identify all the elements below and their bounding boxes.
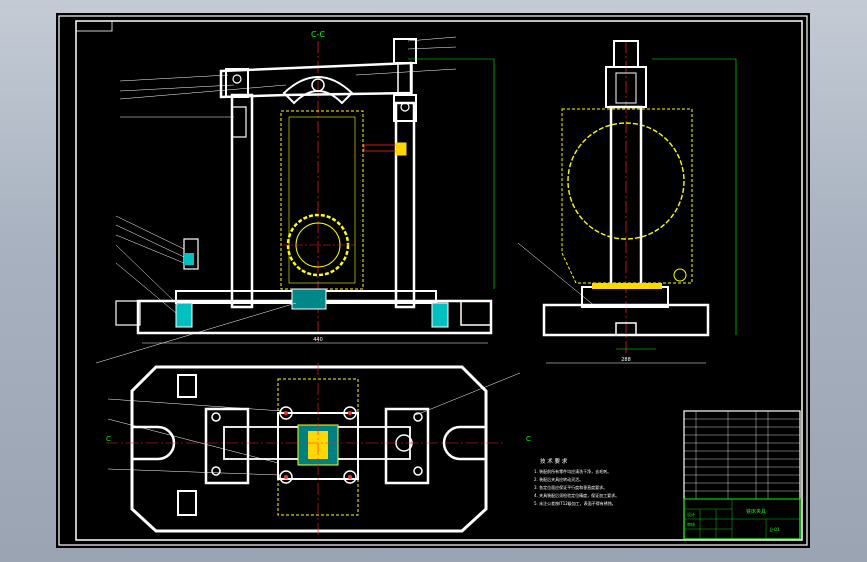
left-clamp-body <box>204 407 250 485</box>
title-area-grid <box>684 499 800 539</box>
right-u-slot <box>442 425 486 461</box>
top-leaders <box>107 372 521 476</box>
designer-label: 设计 <box>687 511 695 517</box>
top-view: C C <box>106 363 531 535</box>
inner-frame <box>75 20 803 541</box>
right-clamp-body <box>384 407 430 485</box>
workpiece-inner <box>288 116 356 284</box>
left-lug <box>115 300 141 326</box>
title-block: 铣床夹具 JJ-01 设计 审核 <box>683 410 801 540</box>
side-view: 288 <box>517 40 737 364</box>
screw-shank <box>397 62 413 94</box>
side-height-dim <box>652 58 737 335</box>
right-pivot-pin <box>400 102 410 112</box>
top-base-outline <box>130 365 488 533</box>
tech-req-line: 1. 装配前所有零件均应清洗干净，去毛刺。 <box>534 468 611 474</box>
left-pivot <box>225 68 249 98</box>
right-key <box>431 302 449 328</box>
front-view: C-C <box>95 30 495 364</box>
front-leaders <box>95 36 457 364</box>
side-support-strip <box>592 283 662 289</box>
arch-pin <box>311 78 325 92</box>
tech-req-line: 4. 夹具装配后须检验定位精度，保证加工要求。 <box>534 492 619 498</box>
section-label: C-C <box>311 30 325 39</box>
clamp-arm <box>219 61 413 99</box>
center-locator <box>291 288 327 310</box>
right-lug <box>460 300 492 326</box>
top-left-slot <box>177 374 197 398</box>
tech-req-line: 2. 装配后夹具应转动灵活。 <box>534 476 583 482</box>
front-dimension: 440 <box>313 337 323 343</box>
side-dimension: 288 <box>621 357 631 363</box>
section-arrow-left: C <box>106 435 111 443</box>
side-small-hole <box>673 268 687 282</box>
left-column <box>230 93 254 309</box>
right-column <box>394 101 416 309</box>
top-screw <box>393 38 417 64</box>
bottom-left-slot <box>177 490 197 516</box>
checker-label: 审核 <box>687 521 695 527</box>
tech-req-line: 3. 各定位面应保证平行度和垂直度要求。 <box>534 484 607 490</box>
side-key <box>615 322 637 336</box>
technical-requirements: 技 术 要 求 1. 装配前所有零件均应清洗干净，去毛刺。 2. 装配后夹具应转… <box>534 457 619 506</box>
side-leader <box>517 242 597 308</box>
corner-tag <box>75 20 113 32</box>
side-base <box>542 303 710 337</box>
side-workpiece <box>561 108 693 284</box>
tech-req-title: 技 术 要 求 <box>540 457 568 465</box>
drawing-sheet[interactable]: C-C <box>56 13 810 548</box>
bolt-markers <box>284 411 352 479</box>
outer-frame <box>58 15 808 546</box>
arch-clamp <box>282 76 354 105</box>
side-bore <box>567 122 685 240</box>
side-screw-inner <box>615 72 637 104</box>
left-slot <box>231 106 247 138</box>
base-plate <box>136 299 493 335</box>
right-pivot <box>393 94 417 122</box>
side-support-fill <box>184 253 194 265</box>
drawing-code: JJ-01 <box>769 527 780 533</box>
section-arrow-right: C <box>526 435 531 443</box>
front-height-dim <box>408 58 495 289</box>
left-key <box>175 302 193 328</box>
left-pivot-pin <box>232 74 242 84</box>
side-pin-head <box>395 142 407 156</box>
drawing-canvas[interactable]: C-C <box>56 13 810 548</box>
tech-req-line: 5. 未注公差按IT12级加工，表面不得有锈蚀。 <box>534 500 616 506</box>
drawing-name: 铣床夹具 <box>746 508 766 515</box>
